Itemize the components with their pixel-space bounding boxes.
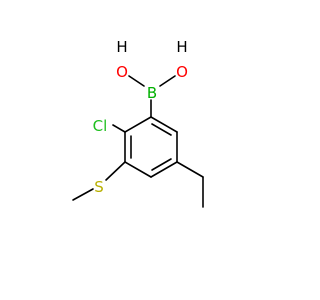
bond-ring-ethyl bbox=[176, 161, 204, 178]
atom-label-boron: B bbox=[147, 84, 157, 102]
bond-o-left-boron bbox=[128, 75, 145, 87]
bond-ring-sulfur bbox=[105, 161, 126, 181]
atom-label-h-left: H bbox=[116, 38, 127, 56]
ring-bond-c6-c1 bbox=[150, 116, 178, 133]
bond-sulfur-methyl bbox=[72, 188, 94, 201]
atom-label-o-right: O bbox=[176, 63, 188, 81]
atom-label-sulfur: S bbox=[94, 178, 104, 196]
bond-ring-chlorine bbox=[112, 124, 126, 133]
ring-bond-c3-c4 bbox=[124, 161, 152, 178]
chemical-structure-diagram: H O H O B Cl S bbox=[72, 38, 204, 208]
ring-bond-c4-c5 bbox=[150, 161, 178, 178]
atom-labels: H O H O B Cl S bbox=[93, 38, 188, 196]
ring-bond-c1-c2 bbox=[124, 116, 152, 133]
atom-label-chlorine: Cl bbox=[93, 117, 108, 135]
bonds bbox=[72, 75, 204, 208]
ring-double-c1-c6 bbox=[151, 123, 172, 136]
bond-o-right-boron bbox=[159, 75, 176, 87]
ring-double-c4-c5 bbox=[151, 158, 172, 171]
atom-label-o-left: O bbox=[116, 63, 128, 81]
atom-label-h-right: H bbox=[176, 38, 187, 56]
